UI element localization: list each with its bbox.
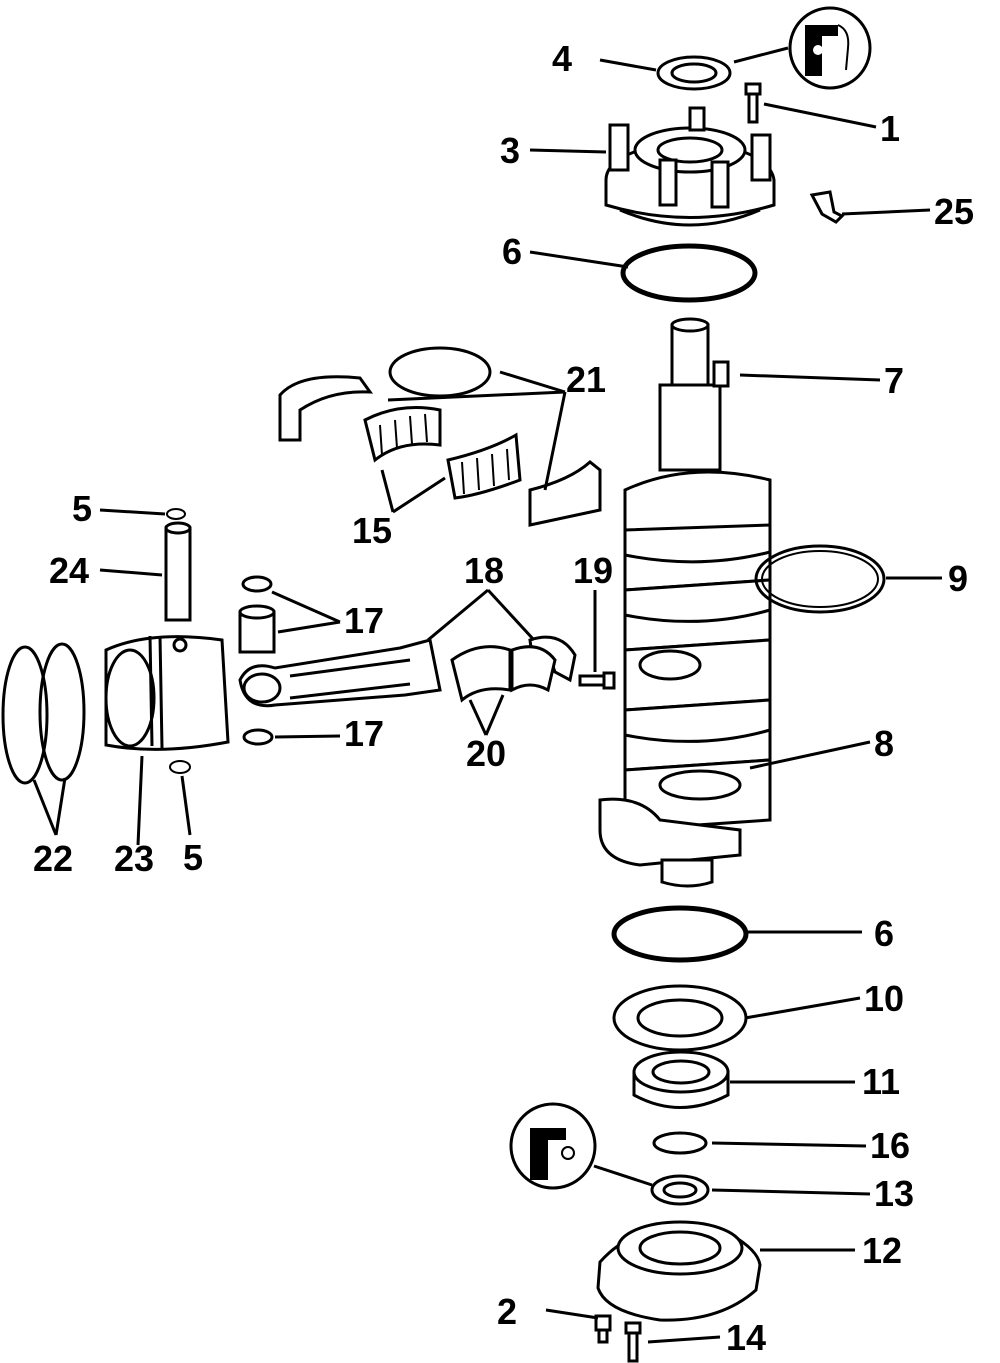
part-retaining-clip-top bbox=[166, 508, 186, 520]
callout-6-top: 6 bbox=[502, 231, 522, 272]
part-seal-ring bbox=[656, 55, 732, 91]
callout-11: 11 bbox=[862, 1061, 900, 1102]
part-connecting-rod bbox=[238, 638, 442, 708]
callout-9: 9 bbox=[948, 558, 968, 599]
callout-19: 19 bbox=[573, 550, 613, 591]
part-bolt bbox=[744, 82, 762, 124]
leader-lines bbox=[32, 46, 942, 1344]
callout-23: 23 bbox=[114, 838, 154, 879]
part-ring bbox=[754, 544, 886, 614]
part-crankshaft bbox=[598, 317, 772, 888]
callout-8: 8 bbox=[874, 723, 894, 764]
callout-13: 13 bbox=[874, 1173, 914, 1214]
part-needle-bearing-small bbox=[238, 604, 276, 654]
part-thrust-washer-top bbox=[241, 575, 273, 593]
callout-21: 21 bbox=[566, 359, 606, 400]
part-bearing-cage bbox=[278, 346, 602, 527]
callout-17-top: 17 bbox=[344, 600, 384, 641]
callout-14: 14 bbox=[726, 1317, 766, 1358]
part-o-ring-lower bbox=[611, 905, 749, 963]
part-screw bbox=[578, 671, 616, 690]
callout-10: 10 bbox=[864, 978, 904, 1019]
part-retainer-plate bbox=[612, 984, 748, 1052]
part-upper-bearing-housing bbox=[604, 106, 776, 227]
callout-17-bottom: 17 bbox=[344, 713, 384, 754]
callout-6-bottom: 6 bbox=[874, 913, 894, 954]
part-snap-ring bbox=[652, 1131, 708, 1155]
part-lower-housing bbox=[596, 1220, 762, 1322]
part-wrist-pin bbox=[164, 521, 192, 622]
callout-7: 7 bbox=[884, 360, 904, 401]
callout-20: 20 bbox=[466, 733, 506, 774]
part-piston bbox=[104, 635, 230, 751]
part-seal bbox=[650, 1174, 710, 1206]
part-clip bbox=[809, 190, 845, 224]
callout-labels: 1 2 3 4 5 5 6 6 7 8 9 10 11 12 13 14 15 … bbox=[33, 38, 974, 1358]
callout-16: 16 bbox=[870, 1125, 910, 1166]
callout-4: 4 bbox=[552, 38, 572, 79]
part-bolt-small bbox=[594, 1314, 612, 1344]
callout-2: 2 bbox=[497, 1291, 517, 1332]
callout-12: 12 bbox=[862, 1230, 902, 1271]
callout-22: 22 bbox=[33, 838, 73, 879]
callout-15: 15 bbox=[352, 510, 392, 551]
callout-3: 3 bbox=[500, 130, 520, 171]
part-thrust-washer-bottom bbox=[242, 728, 274, 746]
callout-24: 24 bbox=[49, 550, 89, 591]
seal-detail-icon bbox=[788, 6, 872, 90]
seal-detail-icon bbox=[509, 1102, 597, 1190]
callout-5-top: 5 bbox=[72, 488, 92, 529]
part-needle-cage bbox=[450, 645, 557, 703]
part-o-ring-upper bbox=[620, 243, 758, 303]
part-needle-bearing bbox=[363, 406, 522, 500]
callout-5-bottom: 5 bbox=[183, 837, 203, 878]
callout-18: 18 bbox=[464, 550, 504, 591]
part-piston-rings bbox=[1, 642, 86, 785]
part-ball-bearing bbox=[632, 1050, 730, 1109]
callout-25: 25 bbox=[934, 191, 974, 232]
part-bolt-long bbox=[624, 1321, 642, 1363]
callout-1: 1 bbox=[880, 108, 900, 149]
part-retaining-clip-bottom bbox=[169, 760, 191, 774]
